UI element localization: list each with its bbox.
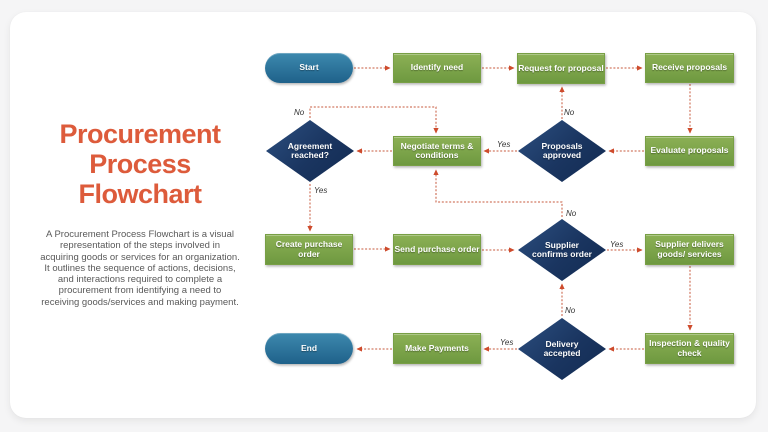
- node-label: Negotiate terms & conditions: [400, 140, 474, 160]
- node-label: Supplier confirms order: [532, 239, 592, 259]
- description-line: A Procurement Process Flowchart is a vis…: [46, 229, 234, 240]
- node-label: Start: [299, 62, 319, 73]
- edge-label-proposals-no: No: [564, 108, 575, 117]
- node-end: End: [265, 333, 353, 364]
- node-label: Send purchase order: [394, 243, 480, 254]
- node-evaluate-proposals: Evaluate proposals: [645, 136, 734, 166]
- node-label: Request for proposal: [518, 62, 604, 73]
- node-receive-proposals: Receive proposals: [645, 53, 734, 83]
- node-negotiate-terms: Negotiate terms & conditions: [393, 136, 481, 166]
- edge-label-delivery-yes: Yes: [500, 338, 514, 347]
- description-paragraph: A Procurement Process Flowchart is a vis…: [28, 229, 252, 308]
- title-line-3: Flowchart: [78, 179, 202, 209]
- node-label: Inspection & quality check: [649, 338, 730, 358]
- node-label: Make Payments: [405, 342, 469, 353]
- node-supplier-confirms-order: Supplier confirms order: [518, 219, 606, 281]
- description-line: and interactions required to complete a: [57, 274, 223, 286]
- description-line: acquiring goods or services for an organ…: [40, 251, 240, 263]
- edge-label-agreement-no: No: [294, 108, 305, 117]
- node-agreement-reached: Agreement reached?: [266, 120, 354, 182]
- edge-label-supplier-yes: Yes: [610, 240, 624, 249]
- edge-label-supplier-no: No: [566, 209, 577, 218]
- node-inspection-quality-check: Inspection & quality check: [645, 333, 734, 364]
- node-label: Identify need: [410, 62, 464, 73]
- description-line: representation of the steps involved in: [59, 240, 220, 252]
- arrow-agreement-no-to-negotiate: [309, 106, 439, 134]
- node-make-payments: Make Payments: [393, 333, 481, 364]
- node-label: Receive proposals: [651, 62, 728, 73]
- title-line-1: Procurement: [59, 119, 221, 149]
- node-label: Proposals approved: [541, 140, 583, 160]
- node-start: Start: [265, 53, 353, 83]
- node-create-purchase-order: Create purchase order: [265, 234, 353, 265]
- slide-canvas: Procurement Process Flowchart A Procurem…: [10, 12, 756, 418]
- arrow-supplier-no-to-negotiate: [433, 169, 563, 217]
- node-label: End: [300, 342, 318, 353]
- description-line: procurement from identifying a need to: [58, 285, 222, 297]
- node-label: Supplier delivers goods/ services: [655, 239, 724, 259]
- title-line-2: Process: [89, 149, 191, 179]
- node-request-for-proposal: Request for proposal: [517, 53, 605, 84]
- edge-label-proposals-yes: Yes: [497, 140, 511, 149]
- node-supplier-delivers: Supplier delivers goods/ services: [645, 234, 734, 265]
- node-label: Delivery accepted: [543, 338, 581, 358]
- node-delivery-accepted: Delivery accepted: [518, 318, 606, 380]
- node-identify-need: Identify need: [393, 53, 481, 83]
- edge-label-agreement-yes: Yes: [314, 186, 328, 195]
- node-proposals-approved: Proposals approved: [518, 120, 606, 182]
- node-label: Agreement reached?: [287, 140, 333, 160]
- edge-label-delivery-no: No: [565, 306, 576, 315]
- description-line: It outlines the sequence of actions, dec…: [44, 262, 236, 274]
- node-label: Create purchase order: [275, 239, 343, 259]
- node-send-purchase-order: Send purchase order: [393, 234, 481, 265]
- page-title: Procurement Process Flowchart: [32, 119, 248, 209]
- node-label: Evaluate proposals: [650, 145, 729, 156]
- description-line: receiving goods/services and making paym…: [41, 296, 239, 308]
